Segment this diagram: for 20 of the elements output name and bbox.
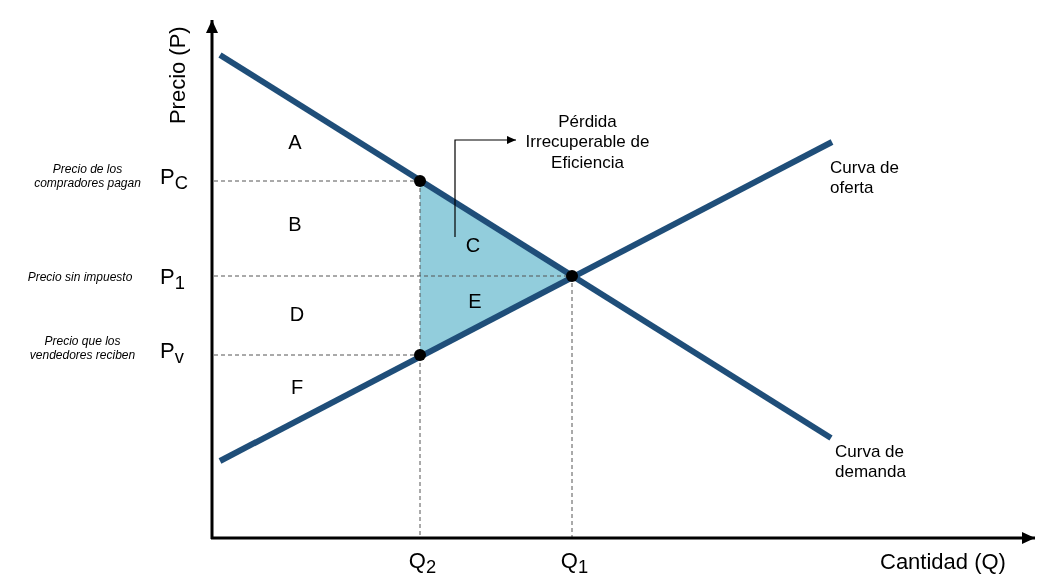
region-letter: E [467,289,483,313]
quantity-label: Q$_{2}$ [407,548,438,576]
price-note: Precio de los compradores pagan [33,162,142,191]
curve-label: Curva de oferta [830,158,900,199]
axis-title: Precio (P) [164,25,191,127]
leader-arrow [454,136,517,238]
price-label: P$_{C}$ [160,164,189,195]
price-label: P$_{1}$ [160,264,186,295]
quantity-label: Q$_{1}$ [559,548,590,576]
callout-text: Pérdida Irrecuperable de Eficiencia [520,112,655,174]
region-letter: D [288,302,306,326]
price-label: P$_{v}$ [160,338,185,369]
region-letter: B [287,212,303,236]
curve-label: Curva de demanda [835,442,907,483]
price-note: Precio que los vendedores reciben [28,334,137,363]
axis-title: Cantidad (Q) [880,549,1007,576]
region-letter: F [289,375,305,399]
price-note: Precio sin impuesto [26,270,134,285]
region-letter: A [287,130,303,154]
region-letter: C [455,233,491,257]
